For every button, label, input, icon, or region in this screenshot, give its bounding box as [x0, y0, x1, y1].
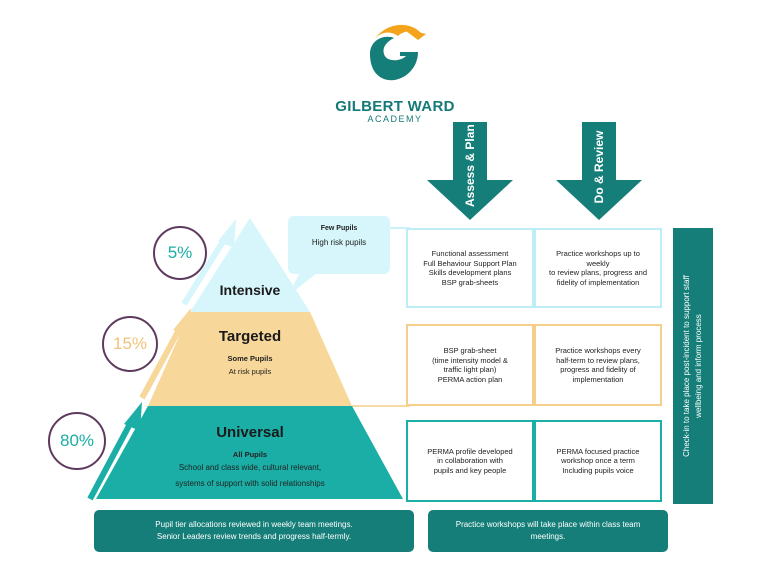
targeted-percent-circle: 15% — [102, 316, 158, 372]
targeted-review-line: Practice workshops every — [555, 346, 641, 355]
intensive-review-box: Practice workshops up to weekly to revie… — [534, 228, 662, 308]
universal-assess-box: PERMA profile developed in collaboration… — [406, 420, 534, 502]
few-pupils-callout: Few Pupils High risk pupils — [288, 216, 390, 274]
practice-workshops-note: Practice workshops will take place withi… — [428, 510, 668, 552]
tier-allocation-note: Pupil tier allocations reviewed in weekl… — [94, 510, 414, 552]
logo-orange-tail — [402, 28, 426, 40]
intensive-assess-line: Full Behaviour Support Plan — [423, 258, 517, 268]
check-in-line-2: wellbeing and inform process — [694, 314, 703, 418]
universal-growth-arrow — [87, 402, 142, 501]
targeted-assess-box: BSP grab-sheet (time intensity model & t… — [406, 324, 534, 406]
intensive-percent: 5% — [167, 243, 193, 262]
intensive-assess-line: Skills development plans — [428, 268, 512, 277]
targeted-review-line: implementation — [572, 374, 624, 384]
academy-subtitle: ACADEMY — [367, 114, 423, 124]
universal-review-line: Including pupils voice — [562, 465, 634, 475]
intensive-growth-arrow — [181, 219, 236, 306]
intensive-assess-line: BSP grab-sheets — [441, 277, 499, 287]
academy-name: GILBERT WARD — [335, 98, 455, 115]
targeted-assess-line: PERMA action plan — [437, 374, 503, 384]
universal-percent: 80% — [59, 431, 95, 450]
tier-allocation-line-2: Senior Leaders review trends and progres… — [156, 532, 352, 541]
intensive-title: Intensive — [219, 282, 281, 298]
targeted-review-line: half-term to review plans, — [556, 355, 640, 365]
intensive-review-line: fidelity of implementation — [556, 277, 640, 287]
targeted-review-box: Practice workshops every half-term to re… — [534, 324, 662, 406]
practice-workshops-line-1: Practice workshops will take place withi… — [455, 520, 641, 529]
universal-text-line-1: School and class wide, cultural relevant… — [178, 463, 322, 472]
intensive-assess-line: Functional assessment — [431, 249, 509, 258]
universal-review-line: workshop once a term — [561, 456, 635, 466]
tier-allocation-line-1: Pupil tier allocations reviewed in weekl… — [155, 520, 353, 529]
intensive-review-line: to review plans, progress and — [549, 268, 647, 277]
universal-title: Universal — [216, 424, 284, 441]
universal-text-line-2: systems of support with solid relationsh… — [175, 479, 325, 488]
targeted-subtitle: Some Pupils — [227, 354, 273, 363]
intensive-tier — [190, 218, 310, 312]
targeted-growth-arrow — [139, 308, 191, 400]
universal-assess-line: pupils and key people — [433, 465, 507, 475]
logo-teal-mark — [370, 36, 418, 81]
universal-subtitle: All Pupils — [232, 450, 268, 459]
targeted-assess-line: BSP grab-sheet — [443, 346, 497, 355]
targeted-tier — [148, 312, 352, 406]
check-in-line-1: Check-in to take place post-incident to … — [682, 275, 691, 457]
universal-review-box: PERMA focused practice workshop once a t… — [534, 420, 662, 502]
targeted-text: At risk pupils — [228, 367, 272, 376]
callout-title: Few Pupils — [320, 225, 358, 232]
universal-tier — [96, 406, 403, 499]
do-review-arrow — [556, 122, 642, 220]
academy-logo — [370, 24, 426, 81]
intensive-review-line: Practice workshops up to weekly — [556, 249, 640, 268]
intensive-percent-circle: 5% — [153, 226, 207, 280]
targeted-review-line: progress and fidelity of — [560, 365, 636, 374]
callout-text: High risk pupils — [311, 238, 367, 247]
logo-orange-swoosh — [374, 24, 422, 40]
targeted-assess-line: traffic light plan) — [443, 365, 497, 374]
targeted-title: Targeted — [218, 328, 282, 345]
intensive-assess-box: Functional assessment Full Behaviour Sup… — [406, 228, 534, 308]
universal-review-line: PERMA focused practice — [556, 446, 640, 456]
targeted-assess-line: (time intensity model & — [432, 355, 508, 365]
assess-plan-arrow — [427, 122, 513, 220]
targeted-percent: 15% — [112, 334, 148, 353]
callout-tail — [288, 272, 318, 296]
practice-workshops-line-2: meetings. — [530, 532, 566, 541]
universal-assess-line: PERMA profile developed — [427, 446, 513, 456]
check-in-panel: Check-in to take place post-incident to … — [673, 228, 713, 504]
universal-assess-line: in collaboration with — [437, 456, 503, 466]
universal-percent-circle: 80% — [48, 412, 106, 470]
